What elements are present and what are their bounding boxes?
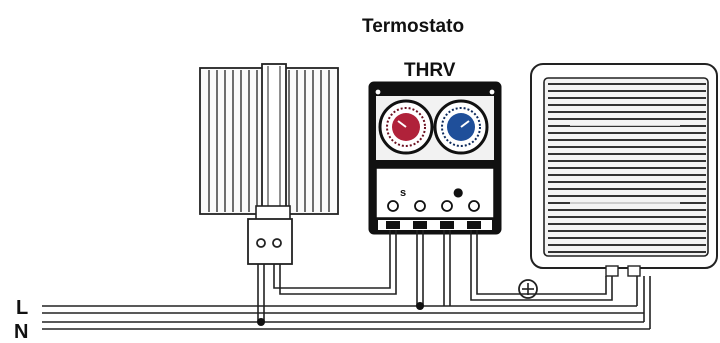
ground-symbol-icon: [518, 279, 538, 299]
heater-terminal-1: [256, 238, 266, 248]
fan-heater-icon: [530, 63, 718, 277]
live-line-wire: [42, 276, 644, 314]
temperature-dial-right: [433, 99, 489, 155]
temperature-dial-left: [378, 99, 434, 155]
neutral-junction-dot: [257, 318, 265, 326]
terminal-mark-bullet: ●: [453, 185, 463, 199]
heater-icon: [199, 63, 339, 265]
live-junction-dot: [416, 302, 424, 310]
thermostat-terminal-2: [414, 200, 426, 212]
thermostat-terminal-4: [468, 200, 480, 212]
thermostat-terminal-1: [387, 200, 399, 212]
thermostat-icon: s ●: [368, 81, 502, 235]
thermostat-terminal-3: [441, 200, 453, 212]
heater-fins: [208, 70, 330, 212]
terminal-mark-s: s: [400, 187, 406, 199]
neutral-line-wire: [42, 276, 651, 330]
label-l: L: [16, 297, 28, 319]
heater-terminal-2: [272, 238, 282, 248]
thermostat-model: THRV: [404, 60, 456, 81]
label-n: N: [14, 321, 28, 343]
thermostat-title: Termostato: [362, 16, 464, 37]
